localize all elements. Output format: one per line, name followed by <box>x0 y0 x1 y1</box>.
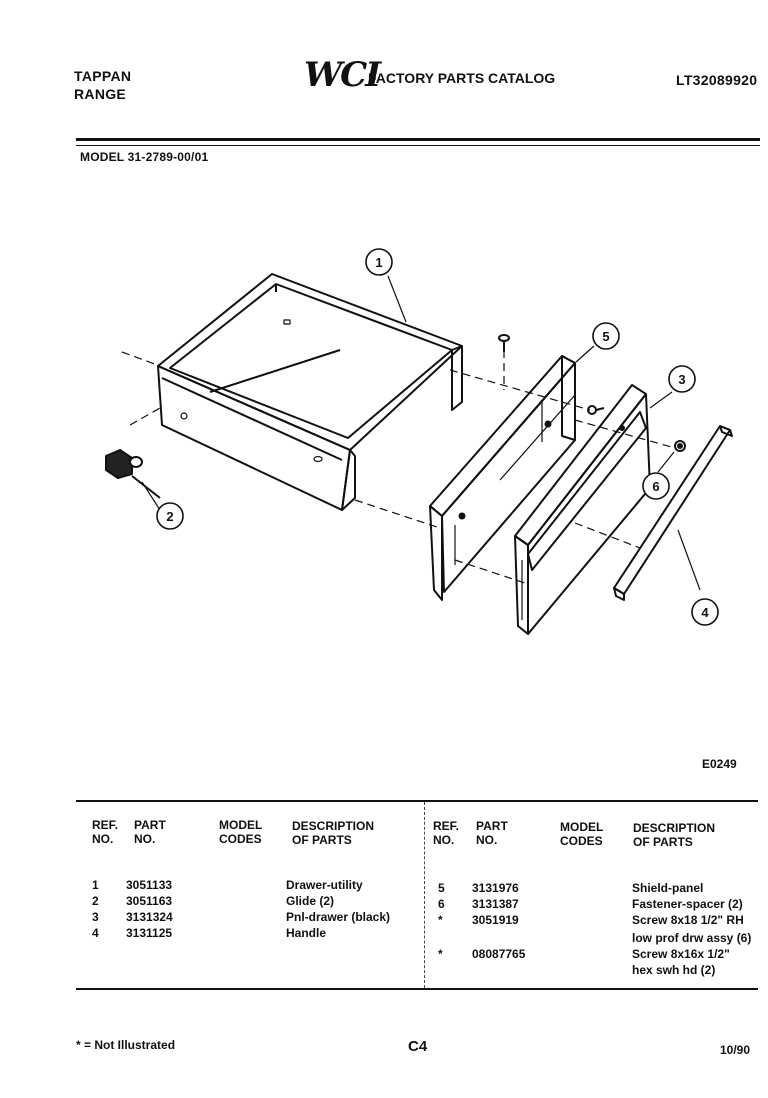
callout-3: 3 <box>668 365 696 393</box>
handle-part <box>613 425 733 601</box>
ref-header-right: REF.NO. <box>433 819 460 847</box>
ref-header: REF.NO. <box>92 818 119 846</box>
product-type: RANGE <box>74 86 127 102</box>
shield-panel-part <box>429 355 576 601</box>
svg-text:5: 5 <box>602 329 609 344</box>
screw-part <box>498 334 510 352</box>
svg-text:2: 2 <box>166 509 173 524</box>
exploded-parts-diagram: 1 2 3 4 5 6 <box>105 248 733 635</box>
callout-1: 1 <box>365 248 393 276</box>
diagram-id: E0249 <box>702 757 737 771</box>
table-divider <box>424 802 426 988</box>
wci-logo: WCI <box>304 55 381 95</box>
svg-text:1: 1 <box>375 255 382 270</box>
fastener-spacer-part <box>674 440 686 452</box>
header-rule <box>76 138 760 141</box>
header-rule-thin <box>76 145 760 146</box>
page-number: C4 <box>408 1038 428 1055</box>
callout-5: 5 <box>592 322 620 350</box>
table-top-rule <box>76 800 758 802</box>
callout-leaders <box>141 275 701 591</box>
callout-4: 4 <box>691 598 719 626</box>
callout-2: 2 <box>156 502 184 530</box>
svg-text:6: 6 <box>652 479 659 494</box>
alignment-lines <box>121 350 676 584</box>
model-line: MODEL 31-2789-00/01 <box>80 150 209 164</box>
revision-date: 10/90 <box>720 1043 751 1057</box>
catalog-title: FACTORY PARTS CATALOG <box>368 70 556 86</box>
callout-6: 6 <box>642 472 670 500</box>
svg-text:4: 4 <box>701 605 709 620</box>
screw-part-side <box>587 405 605 415</box>
drawer-utility-part <box>157 273 463 511</box>
brand-name: TAPPAN <box>74 68 132 84</box>
svg-text:3: 3 <box>678 372 685 387</box>
table-bottom-rule <box>76 988 758 990</box>
catalog-number: LT32089920 <box>676 72 758 88</box>
not-illustrated-note: * = Not Illustrated <box>76 1038 176 1052</box>
glide-part <box>105 449 161 499</box>
